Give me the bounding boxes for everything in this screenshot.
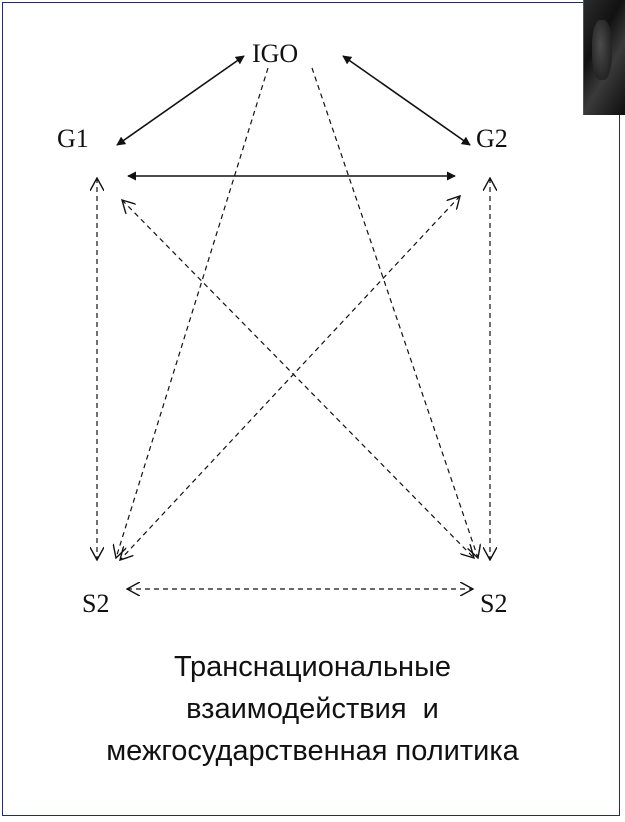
edge-igo-g2 [342,55,471,146]
edge-igo-s-left [116,67,269,558]
node-igo: IGO [252,39,298,68]
caption-line-2: взаимодействия и [186,693,439,725]
corner-photo-thumbnail [583,0,625,115]
edge-igo-g1 [116,55,245,146]
node-g2: G2 [476,124,508,153]
edge-g1-s-right [122,200,474,558]
node-s-right: S2 [480,589,507,618]
node-g1: G1 [57,124,89,153]
diagram-caption: Транснациональные взаимодействия и межго… [20,646,605,772]
edge-igo-s-right [311,67,478,558]
caption-line-3: межгосударственная политика [106,735,519,767]
edge-g2-s-left [120,196,460,560]
node-s-left: S2 [82,589,109,618]
caption-line-1: Транснациональные [173,651,452,683]
